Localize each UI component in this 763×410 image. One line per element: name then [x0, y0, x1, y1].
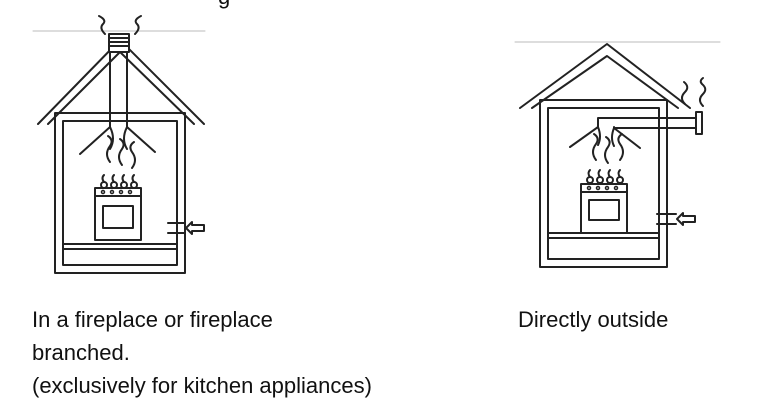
cropped-heading-fragment: g — [218, 0, 230, 9]
left-steam-3 — [129, 141, 136, 169]
right-stove-knobs — [586, 185, 619, 191]
left-exhaust-smoke-l — [98, 15, 106, 35]
right-exhaust-smoke-2 — [699, 77, 707, 107]
left-wall-inner — [62, 120, 178, 266]
right-oven-window — [588, 199, 620, 221]
left-steam-2 — [118, 138, 125, 166]
left-caption-line-2: branched. — [32, 340, 130, 365]
left-hood-left — [79, 126, 111, 155]
right-house — [514, 41, 721, 268]
right-caption-line-1: Directly outside — [518, 307, 669, 332]
left-caption-line-3: (exclusively for kitchen appliances) — [32, 373, 372, 398]
right-exhaust-duct-bottom — [613, 126, 697, 129]
right-hood-right — [613, 127, 641, 149]
right-steam-3 — [617, 133, 624, 161]
diagram-drawings: g — [32, 0, 721, 274]
right-exhaust-smoke-1 — [681, 81, 689, 105]
left-air-intake-arrow-icon — [185, 221, 205, 235]
right-exhaust-duct-top — [597, 117, 697, 128]
right-air-intake-arrow-icon — [676, 212, 696, 226]
left-oven-window — [102, 205, 134, 229]
left-hood-right — [126, 126, 156, 153]
right-caption: Directly outside — [518, 303, 668, 336]
left-exhaust-smoke-r — [134, 15, 142, 35]
right-wall-outer — [539, 99, 668, 268]
left-house — [32, 15, 206, 274]
right-hood-left — [569, 126, 599, 148]
right-roof-outer — [519, 43, 691, 109]
right-exhaust-cap — [695, 111, 703, 135]
left-stove-knobs — [100, 189, 133, 195]
right-roof-inner — [531, 55, 679, 109]
left-stove-burners — [100, 174, 138, 189]
left-caption-line-1: In a fireplace or fireplace — [32, 307, 273, 332]
right-steam-1 — [592, 133, 599, 161]
right-wall-inner — [547, 107, 660, 260]
right-steam-2 — [604, 136, 611, 164]
left-steam-1 — [106, 135, 113, 163]
right-stove-burners — [586, 169, 624, 184]
left-wall-outer — [54, 112, 186, 274]
left-caption: In a fireplace or fireplace branched. (e… — [32, 303, 372, 402]
